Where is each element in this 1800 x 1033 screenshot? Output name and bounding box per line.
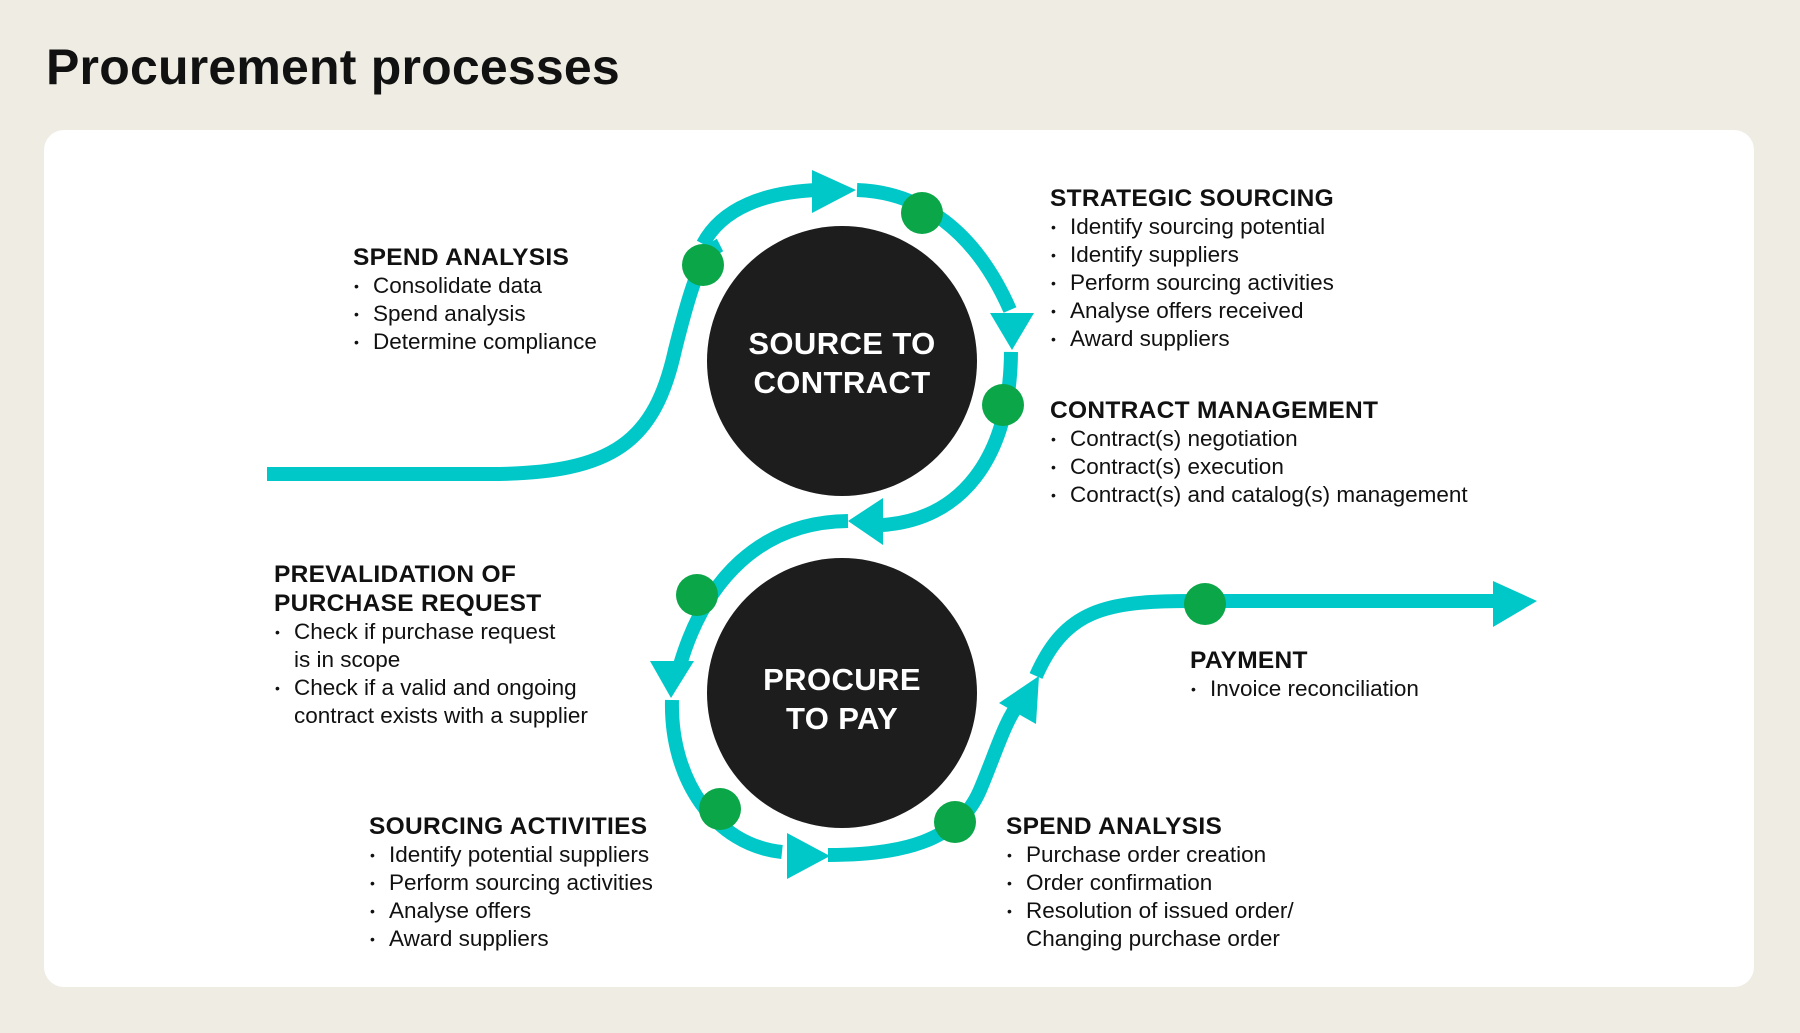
- milestone-dot: [1184, 583, 1226, 625]
- flow-segment-middle-arc: [673, 514, 849, 667]
- step-bullet-item: Resolution of issued order/ Changing pur…: [1006, 897, 1294, 953]
- spend-analysis-s2c-block: SPEND ANALYSISConsolidate dataSpend anal…: [353, 243, 597, 356]
- step-bullet-item: Perform sourcing activities: [1050, 269, 1334, 297]
- step-bullet-item: Determine compliance: [353, 328, 597, 356]
- milestone-dot: [699, 788, 741, 830]
- source-to-contract-hub: [707, 226, 977, 496]
- source-to-contract-label: SOURCE TO CONTRACT: [707, 324, 977, 402]
- step-bullet-item: Purchase order creation: [1006, 841, 1294, 869]
- step-bullet-list: Check if purchase request is in scopeChe…: [274, 618, 588, 730]
- procure-to-pay-hub: [707, 558, 977, 828]
- step-bullet-item: Identify suppliers: [1050, 241, 1334, 269]
- arrowhead-exit: [1493, 581, 1537, 627]
- flow-segment-exit-curve: [1029, 594, 1505, 679]
- milestone-dot: [676, 574, 718, 616]
- arrowhead-left: [650, 661, 694, 698]
- step-bullet-item: Consolidate data: [353, 272, 597, 300]
- step-bullet-item: Contract(s) execution: [1050, 453, 1468, 481]
- strategic-sourcing-block: STRATEGIC SOURCINGIdentify sourcing pote…: [1050, 184, 1334, 353]
- step-bullet-item: Identify potential suppliers: [369, 841, 653, 869]
- step-heading: CONTRACT MANAGEMENT: [1050, 396, 1468, 425]
- arrowhead-bottom: [787, 833, 830, 879]
- milestone-dot: [901, 192, 943, 234]
- step-bullet-item: Contract(s) and catalog(s) management: [1050, 481, 1468, 509]
- flow-segment-top-right: [856, 183, 1017, 313]
- step-heading: PAYMENT: [1190, 646, 1419, 675]
- step-heading: SPEND ANALYSIS: [1006, 812, 1294, 841]
- milestone-dot: [682, 244, 724, 286]
- step-heading-line: SPEND ANALYSIS: [1006, 813, 1223, 840]
- arrowhead-middle: [848, 498, 883, 545]
- step-bullet-item: Contract(s) negotiation: [1050, 425, 1468, 453]
- hub-label-line: SOURCE TO: [748, 326, 936, 361]
- step-bullet-list: Invoice reconciliation: [1190, 675, 1419, 703]
- step-heading-line: PURCHASE REQUEST: [274, 590, 542, 617]
- step-bullet-list: Contract(s) negotiationContract(s) execu…: [1050, 425, 1468, 509]
- step-bullet-list: Purchase order creationOrder confirmatio…: [1006, 841, 1294, 953]
- step-heading-line: SOURCING ACTIVITIES: [369, 813, 648, 840]
- step-bullet-list: Identify potential suppliersPerform sour…: [369, 841, 653, 953]
- contract-management-block: CONTRACT MANAGEMENTContract(s) negotiati…: [1050, 396, 1468, 509]
- procure-to-pay-label: PROCURE TO PAY: [707, 660, 977, 738]
- step-bullet-list: Identify sourcing potentialIdentify supp…: [1050, 213, 1334, 353]
- sourcing-activities-block: SOURCING ACTIVITIESIdentify potential su…: [369, 812, 653, 953]
- hub-label-line: PROCURE: [763, 662, 921, 697]
- step-heading: STRATEGIC SOURCING: [1050, 184, 1334, 213]
- payment-block: PAYMENTInvoice reconciliation: [1190, 646, 1419, 703]
- step-bullet-item: Invoice reconciliation: [1190, 675, 1419, 703]
- hub-label-line: CONTRACT: [753, 365, 931, 400]
- flow-segment-top-arc: [696, 183, 819, 248]
- milestone-dot: [934, 801, 976, 843]
- page-title: Procurement processes: [46, 39, 620, 95]
- step-heading: SOURCING ACTIVITIES: [369, 812, 653, 841]
- step-bullet-item: Award suppliers: [369, 925, 653, 953]
- step-bullet-list: Consolidate dataSpend analysisDetermine …: [353, 272, 597, 356]
- step-heading-line: SPEND ANALYSIS: [353, 244, 570, 271]
- arrowhead-rising: [999, 676, 1039, 724]
- step-bullet-item: Order confirmation: [1006, 869, 1294, 897]
- step-bullet-item: Spend analysis: [353, 300, 597, 328]
- step-heading-line: CONTRACT MANAGEMENT: [1050, 397, 1379, 424]
- milestone-dot: [982, 384, 1024, 426]
- step-heading-line: PAYMENT: [1190, 647, 1308, 674]
- step-bullet-item: Identify sourcing potential: [1050, 213, 1334, 241]
- step-heading-line: PREVALIDATION OF: [274, 561, 517, 588]
- step-bullet-item: Analyse offers: [369, 897, 653, 925]
- step-bullet-item: Perform sourcing activities: [369, 869, 653, 897]
- arrowhead-top: [812, 170, 856, 213]
- flow-segment-bottom: [827, 697, 1026, 862]
- hub-label-line: TO PAY: [785, 701, 899, 736]
- step-heading: SPEND ANALYSIS: [353, 243, 597, 272]
- arrowhead-right: [990, 313, 1034, 350]
- step-bullet-item: Analyse offers received: [1050, 297, 1334, 325]
- step-bullet-item: Check if purchase request is in scope: [274, 618, 588, 674]
- step-bullet-item: Check if a valid and ongoing contract ex…: [274, 674, 588, 730]
- step-bullet-item: Award suppliers: [1050, 325, 1334, 353]
- step-heading-line: STRATEGIC SOURCING: [1050, 185, 1334, 212]
- spend-analysis-p2p-block: SPEND ANALYSISPurchase order creationOrd…: [1006, 812, 1294, 953]
